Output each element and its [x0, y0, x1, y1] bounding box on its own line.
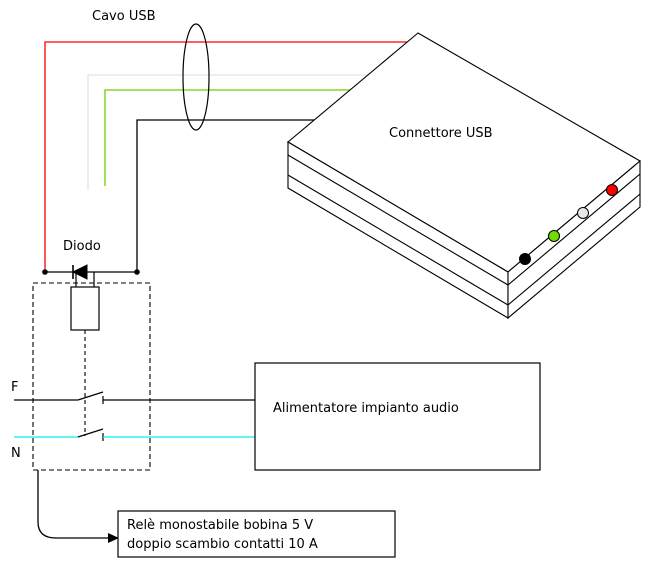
diode-triangle [71, 264, 88, 280]
usb-connector-box [287, 32, 641, 320]
junction-dot-left [42, 269, 48, 275]
label-diodo: Diodo [63, 239, 101, 254]
neutral-switch-arm [77, 428, 104, 438]
label-relay-line2: doppio scambio contatti 10 A [127, 537, 318, 552]
usb-wire-black [136, 119, 315, 272]
relay-coil [70, 286, 100, 331]
relay-boundary-dashed [32, 282, 151, 471]
phase-switch-arm [77, 391, 104, 401]
usb-wire-white [87, 74, 368, 190]
usb-connector-right-face-edge-2 [507, 193, 641, 306]
usb-connector-left-face-edge-2 [287, 174, 509, 306]
label-fase: F [11, 380, 18, 395]
usb-connector-left-face-edge-1 [287, 154, 509, 286]
label-neutro: N [11, 446, 21, 461]
cable-bundle-ellipse [182, 23, 210, 131]
usb-wire-green [104, 89, 351, 186]
diode-symbol [71, 264, 88, 280]
usb-connector-right-face [507, 159, 641, 320]
usb-pin-green [548, 230, 560, 242]
label-alimentatore: Alimentatore impianto audio [273, 401, 459, 416]
usb-pin-white [577, 207, 589, 219]
label-connettore-usb: Connettore USB [389, 126, 493, 141]
label-cavo-usb: Cavo USB [92, 9, 156, 24]
usb-pin-black [519, 253, 531, 265]
usb-wire-red [44, 41, 407, 272]
usb-pin-red [606, 184, 618, 196]
relay-pointer-arrowhead [108, 533, 119, 543]
usb-connector-right-face-edge-1 [507, 173, 641, 286]
psu-box [254, 362, 541, 471]
junction-dot-right [134, 269, 140, 275]
relay-caption-box [117, 510, 396, 558]
label-relay-line1: Relè monostabile bobina 5 V [127, 518, 313, 533]
relay-pointer-arrow [37, 470, 108, 539]
